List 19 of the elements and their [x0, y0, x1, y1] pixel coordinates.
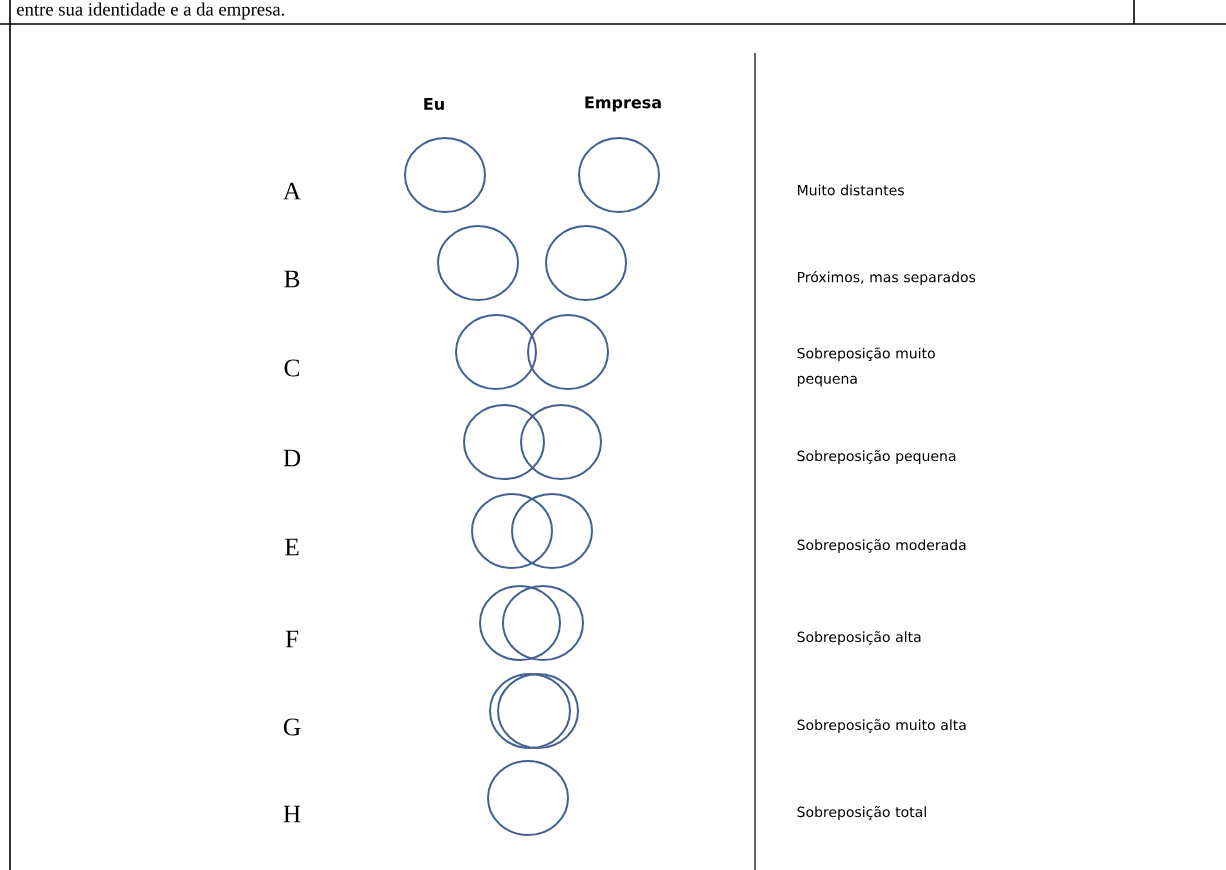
row-letter: E — [285, 538, 299, 556]
row-letter: D — [283, 449, 301, 467]
row-letter: A — [283, 182, 301, 200]
row-letter: F — [285, 630, 299, 648]
table-text: entre sua identidade e a da empresa. — [17, 2, 285, 20]
row-letter: H — [283, 805, 301, 823]
row-letter: C — [284, 359, 300, 377]
row-letter: B — [284, 270, 300, 288]
row-letter: G — [283, 718, 301, 736]
description-text: Sobreposição muito alta — [797, 719, 966, 733]
description-text: Sobreposição alta — [797, 631, 921, 645]
description-text: Sobreposição total — [797, 806, 926, 820]
description-text: Sobreposição muito pequena — [797, 347, 935, 387]
description-text: Próximos, mas separados — [798, 270, 976, 286]
description-text: Muito distantes — [798, 184, 904, 196]
column-heading: Empresa — [585, 96, 661, 112]
description-text: Sobreposição moderada — [797, 539, 966, 553]
description-text: Sobreposição pequena — [797, 450, 956, 464]
column-heading: Eu — [424, 98, 444, 110]
